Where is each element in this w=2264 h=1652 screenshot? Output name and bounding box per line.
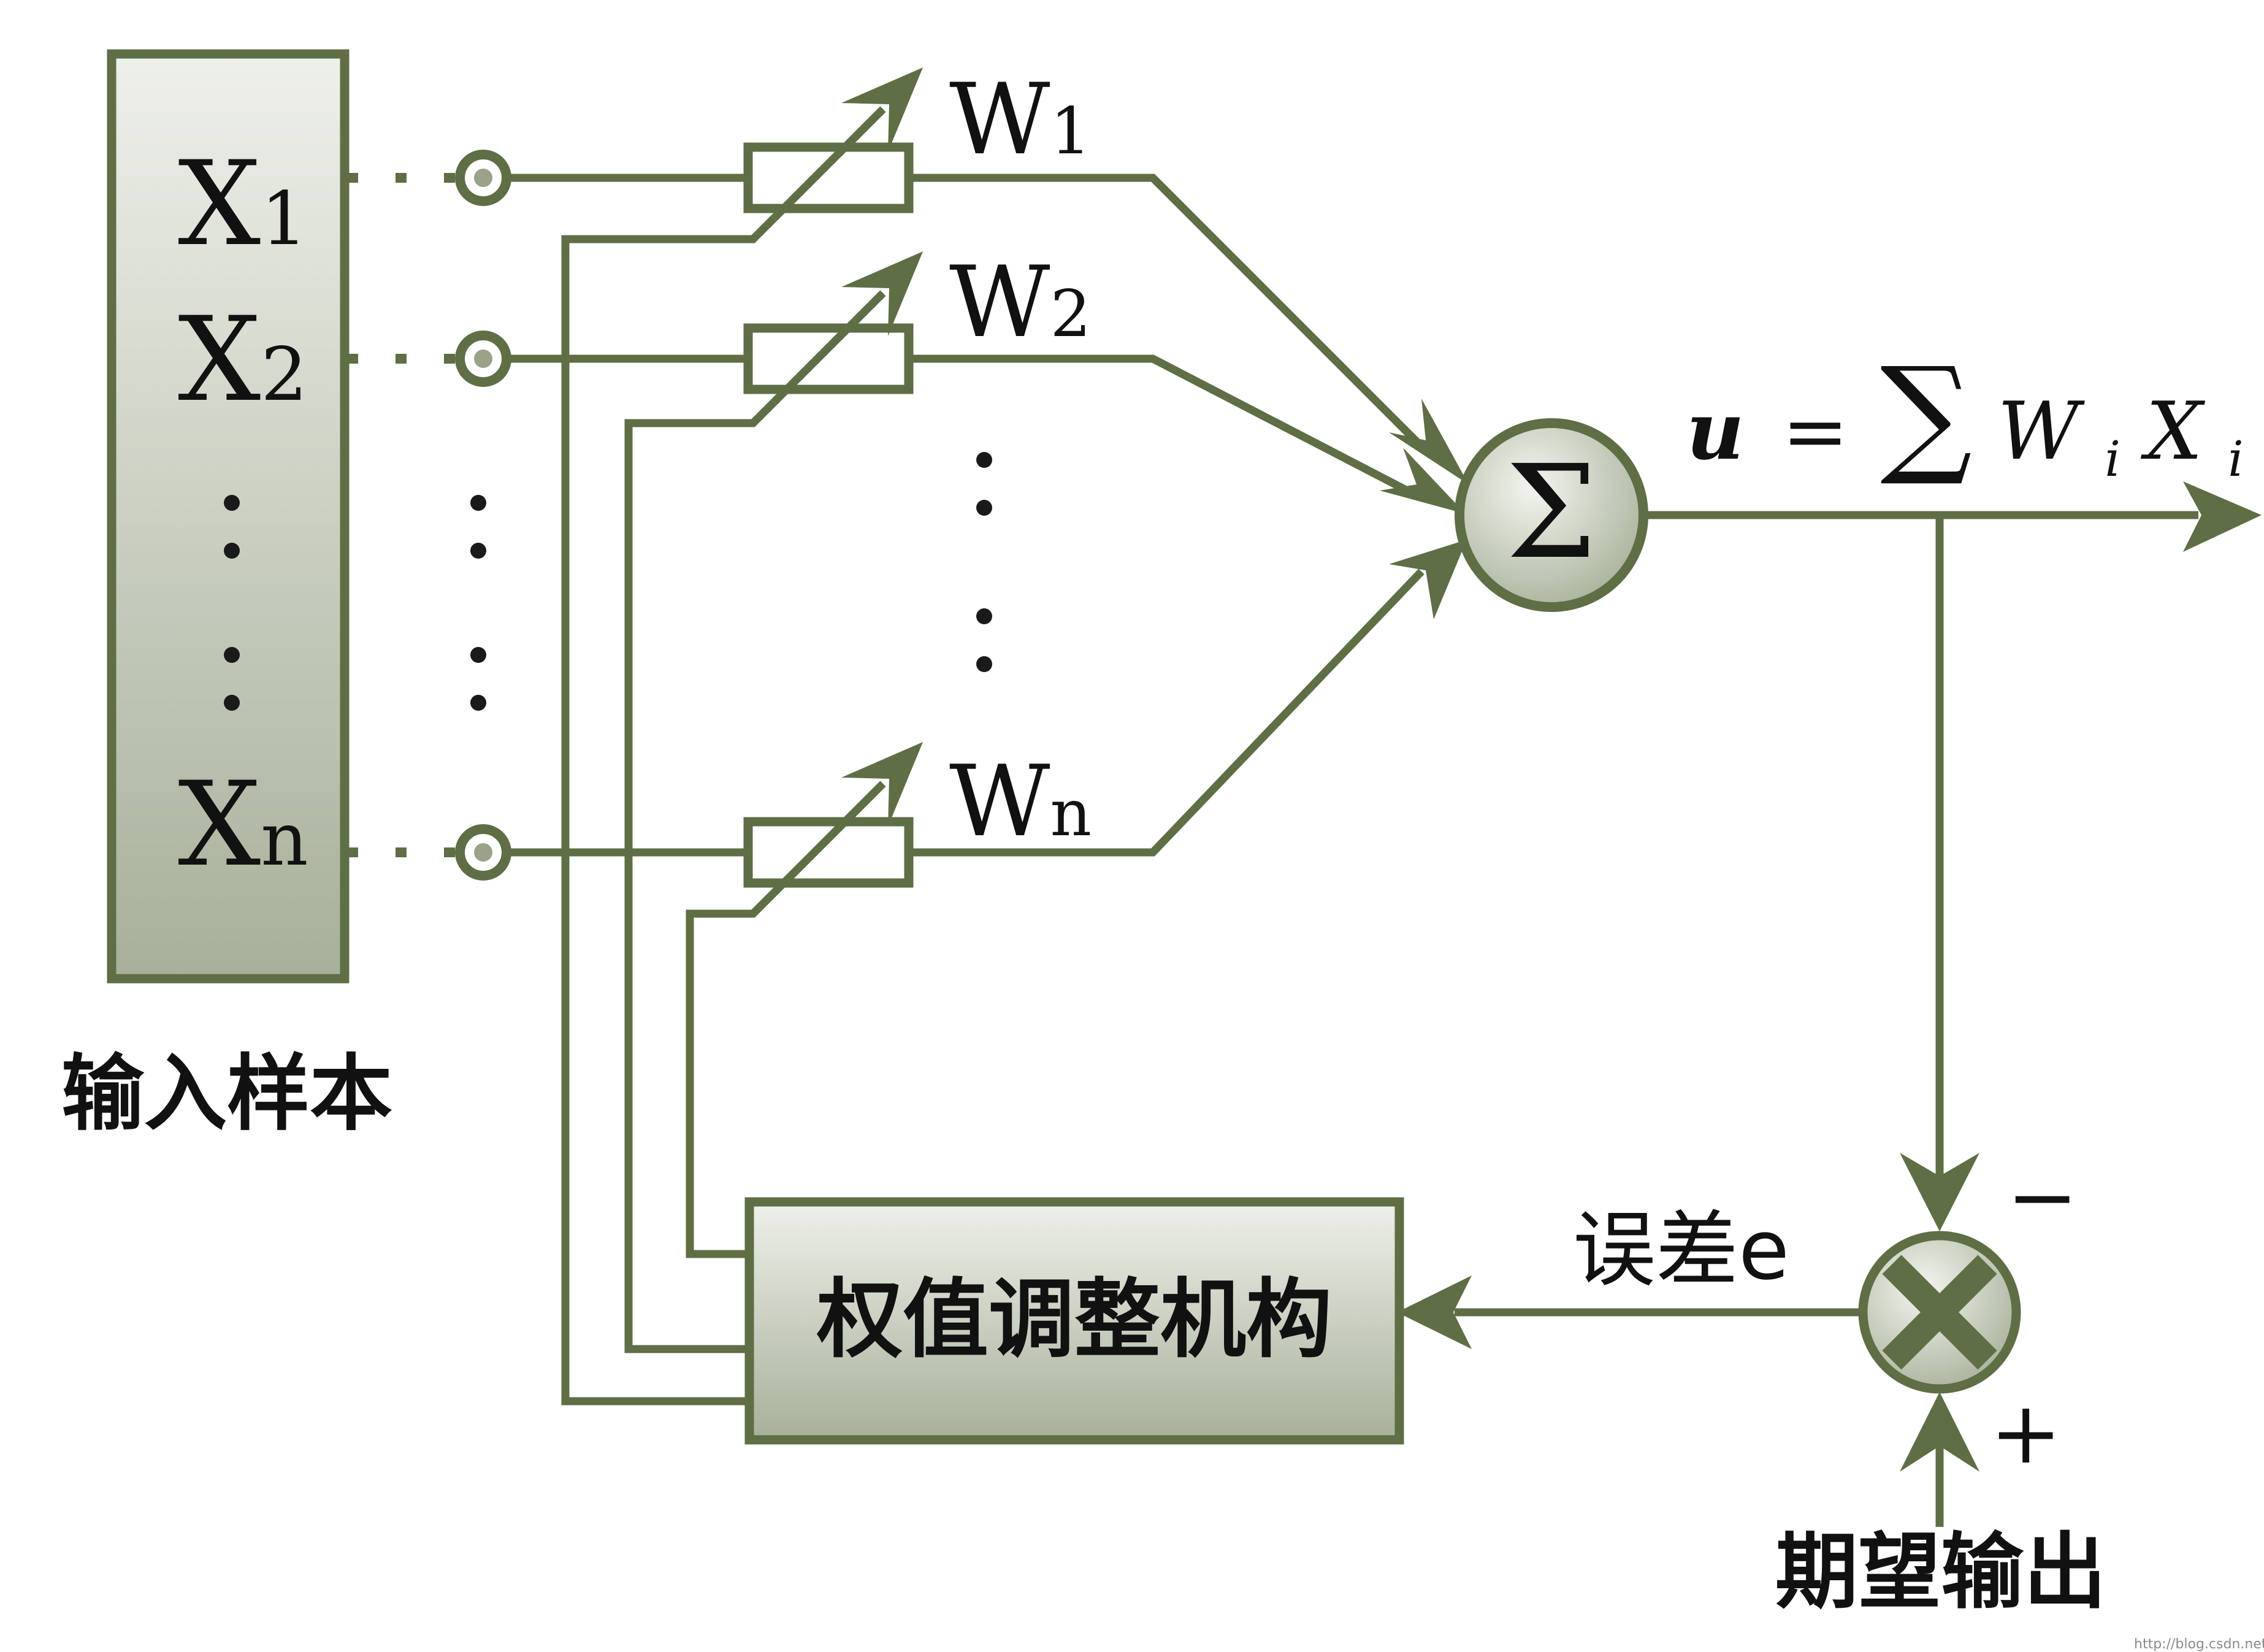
wire-wn-to-sum [909,568,1425,857]
output-formula: u = ∑ W i X i [1686,339,2244,495]
weight-adjuster-box [744,1197,1404,1445]
weight-resistor-1 [743,67,923,221]
input-dotted-leads [347,173,455,857]
input-samples-box [107,49,350,984]
input-x2-label: X2 [178,292,308,427]
terminal-ellipsis [470,495,486,711]
weight-wn-label: Wn [949,744,1092,859]
input-terminals [455,150,511,881]
desired-output-label: 期望输出 [1775,1524,2106,1620]
feedback-wire-2 [624,399,777,1353]
arrow-desired-output [1900,1392,1979,1472]
weight-resistor-n [743,742,923,896]
wire-w2-to-sum [909,354,1423,502]
watermark: http://blog.csdn.net/ [2134,1637,2264,1652]
input-ellipsis [224,495,240,711]
weight-resistor-2 [743,251,923,405]
weight-adjuster-label: 权值调整机构 [816,1270,1332,1370]
summation-symbol: Σ [1506,437,1597,587]
error-label: 误差e [1573,1202,1789,1298]
input-x1-label: X1 [178,136,308,272]
wire-w1-to-sum [909,174,1425,449]
comparator-plus-sign: + [1990,1383,2062,1483]
arrow-wn-sum [1389,540,1467,619]
weight-w2-label: W2 [949,245,1091,359]
comparator-minus-sign: − [2006,1147,2078,1247]
error-arrowhead [1397,1275,1472,1349]
output-arrowhead [2183,481,2262,552]
input-samples-caption: 输入样本 [61,1046,392,1142]
arrow-to-comparator [1900,1153,1979,1231]
input-xn-label: Xn [178,757,308,892]
feedback-wire-1 [561,215,777,1405]
arrow-w2-sum [1380,448,1466,514]
weight-w1-label: W1 [949,62,1091,177]
arrow-w1-sum [1389,399,1469,484]
weight-ellipsis [976,452,992,672]
comparator-node [1858,1231,2021,1394]
feedback-wire-n [686,890,777,1258]
